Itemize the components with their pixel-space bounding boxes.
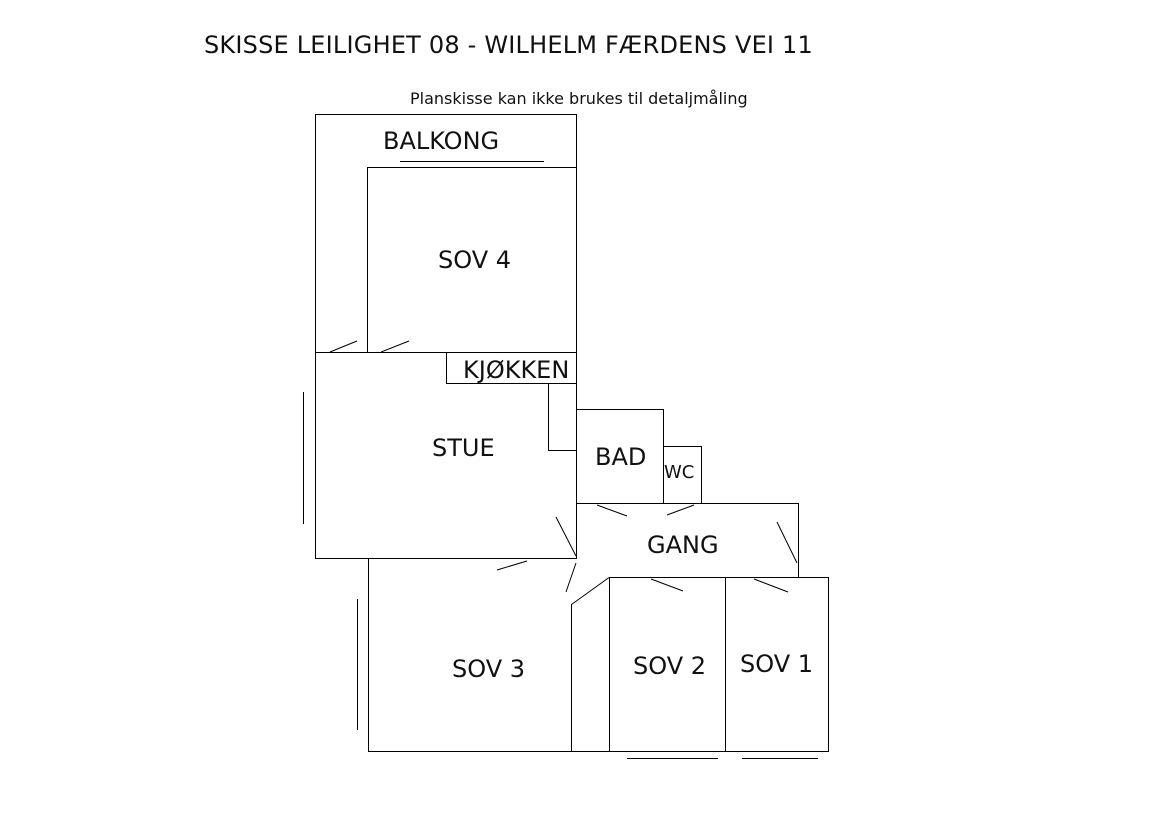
- gang-outline: [576, 503, 799, 578]
- door-sov3-left: [496, 560, 528, 571]
- kjokken-outline: [446, 352, 577, 384]
- door-gang-right: [776, 521, 798, 564]
- label-bad: BAD: [595, 443, 646, 471]
- label-balkong: BALKONG: [383, 127, 499, 155]
- door-balkong-stue: [329, 340, 358, 353]
- plan-subtitle: Planskisse kan ikke brukes til detaljmål…: [410, 89, 748, 108]
- label-sov4: SOV 4: [438, 246, 511, 274]
- door-sov4: [380, 340, 410, 353]
- plan-title: SKISSE LEILIGHET 08 - WILHELM FÆRDENS VE…: [204, 31, 813, 59]
- sov2-sov1-outline: [609, 577, 829, 752]
- door-sov2: [650, 578, 684, 592]
- sov3-outline: [368, 558, 610, 752]
- label-kjokken: KJØKKEN: [463, 356, 569, 384]
- sov3-closet-diagonal: [571, 577, 610, 605]
- door-wc: [666, 504, 695, 516]
- door-stue-gang: [555, 516, 577, 557]
- door-sov1: [753, 578, 789, 593]
- label-stue: STUE: [432, 434, 495, 462]
- kitchen-counter: [548, 383, 577, 451]
- label-sov1: SOV 1: [740, 650, 813, 678]
- door-bad: [596, 504, 628, 517]
- door-sov3-gang: [565, 562, 577, 593]
- label-wc: WC: [664, 462, 694, 483]
- label-sov3: SOV 3: [452, 655, 525, 683]
- label-gang: GANG: [647, 531, 719, 559]
- label-sov2: SOV 2: [633, 652, 706, 680]
